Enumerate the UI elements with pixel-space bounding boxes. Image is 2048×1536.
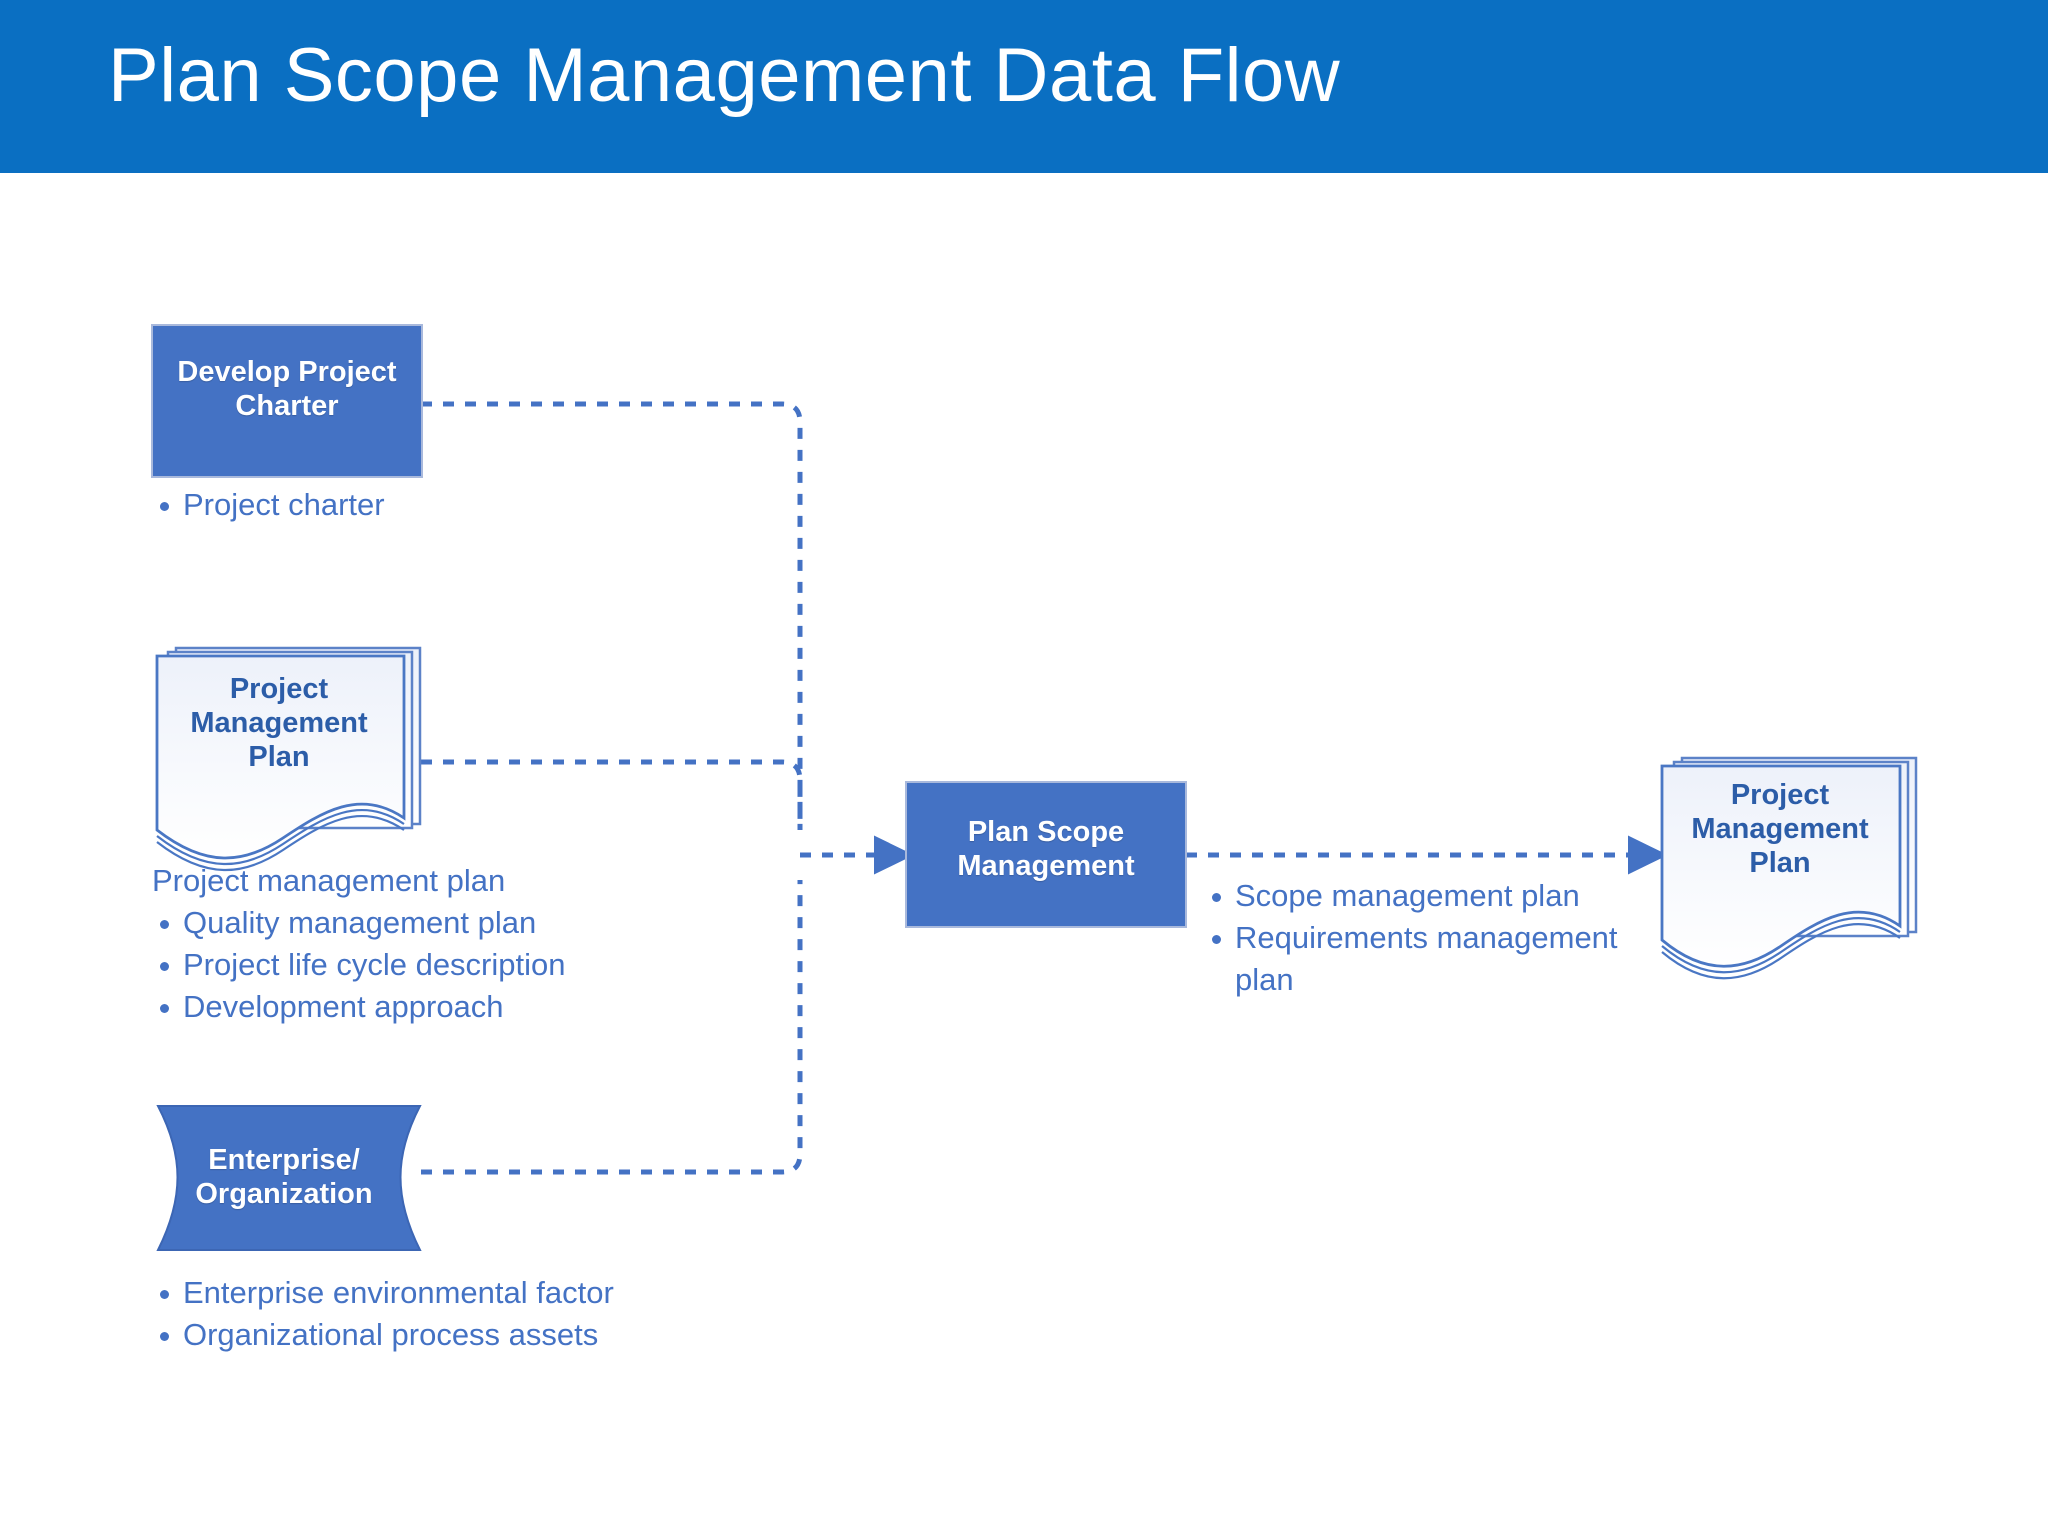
connector-enterprise-to-process	[421, 880, 803, 1175]
title-banner	[0, 0, 2048, 173]
connector-group	[421, 401, 803, 1175]
connector-pm-plan-to-process	[421, 759, 803, 830]
list-item: Project life cycle description	[152, 944, 772, 986]
label-line-1: Develop Project	[177, 356, 397, 388]
node-project-management-plan-output[interactable]	[1660, 756, 1918, 980]
bullet-list: Enterprise environmental factor Organiza…	[152, 1272, 792, 1356]
label-line-2: Charter	[235, 390, 339, 423]
label-line-1: Enterprise/	[208, 1144, 360, 1176]
list-item: Scope management plan	[1204, 875, 1624, 917]
list-item: Enterprise environmental factor	[152, 1272, 792, 1314]
node-plan-scope-management[interactable]	[905, 781, 1187, 928]
bullet-list: Quality management plan Project life cyc…	[152, 902, 772, 1028]
list-heading: Project management plan	[152, 863, 506, 898]
bullet-list: Scope management plan Requirements manag…	[1204, 875, 1624, 1001]
bullet-list: Project charter	[152, 484, 712, 526]
node-label-enterprise-organization: Enterprise/ Organization	[150, 1143, 418, 1211]
list-item: Project charter	[152, 484, 712, 526]
label-line-1: Plan Scope	[967, 816, 1125, 848]
list-item: Requirements management plan	[1204, 917, 1624, 1001]
label-line-2: Management	[957, 850, 1135, 883]
node-develop-project-charter[interactable]	[151, 324, 423, 478]
node-label-project-management-plan-output: Project Management Plan	[1660, 778, 1900, 881]
node-enterprise-organization[interactable]	[156, 1104, 422, 1252]
list-enterprise-organization-inputs: Enterprise environmental factor Organiza…	[152, 1272, 792, 1356]
label-line-3: Plan	[1749, 847, 1811, 880]
list-item: Quality management plan	[152, 902, 772, 944]
node-project-management-plan-input[interactable]	[155, 646, 422, 872]
label-line-2: Organization	[195, 1178, 373, 1211]
label-line-3: Plan	[248, 741, 310, 774]
label-line-2: Management	[190, 707, 368, 740]
list-develop-project-charter-outputs: Project charter	[152, 484, 712, 526]
node-label-project-management-plan-input: Project Management Plan	[150, 672, 408, 775]
node-label-develop-project-charter: Develop Project Charter	[152, 355, 422, 423]
list-plan-scope-management-outputs: Scope management plan Requirements manag…	[1204, 875, 1624, 1001]
page-title: Plan Scope Management Data Flow	[108, 33, 1341, 118]
node-label-plan-scope-management: Plan Scope Management	[906, 815, 1186, 883]
list-item: Organizational process assets	[152, 1314, 792, 1356]
list-item: Development approach	[152, 986, 772, 1028]
label-line-1: Project	[1730, 779, 1830, 811]
connector-charter-to-process	[421, 401, 803, 830]
label-line-1: Project	[229, 673, 329, 705]
list-project-management-plan-inputs: Project management plan Quality manageme…	[152, 860, 772, 1028]
label-line-2: Management	[1691, 813, 1869, 846]
